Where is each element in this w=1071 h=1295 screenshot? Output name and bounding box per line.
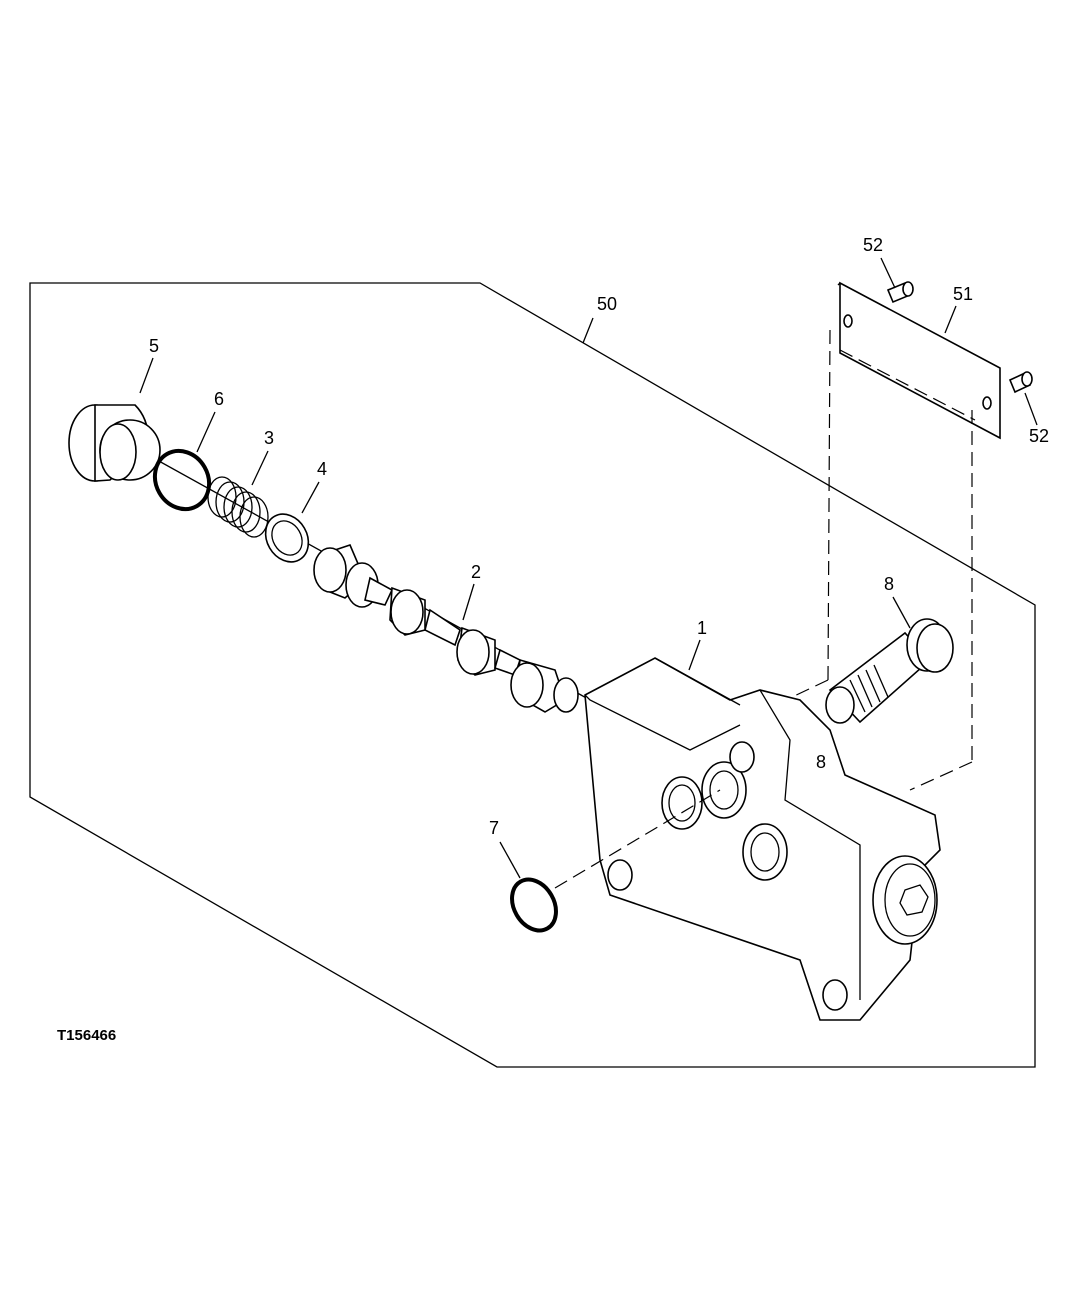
leader-52a [880,257,896,289]
leader-2 [462,583,475,621]
rivet-leader-dashed [827,329,831,681]
leader-7 [499,841,521,879]
leader-1 [688,639,701,671]
figure-id: T156466 [57,1027,116,1044]
leader-50 [582,317,594,344]
rivet-leader-dashed-4 [909,761,973,791]
leader-52b [1024,392,1038,426]
callout-1: 1 [697,618,707,638]
o-ring-part [152,448,212,512]
callout-51: 51 [953,284,973,304]
callout-52-right: 52 [1029,426,1049,446]
kit-outline [29,282,1036,1068]
plate-leader-dashed [839,349,976,421]
leader-4 [301,481,320,514]
rivet-part [843,281,914,328]
o-ring-leader-dashed [554,789,721,889]
callout-8-screw: 8 [884,574,894,594]
spring-part [207,476,269,538]
callout-6: 6 [214,389,224,409]
callout-50: 50 [597,294,617,314]
callout-2: 2 [471,562,481,582]
o-ring-part-2 [510,877,558,933]
screw-part [825,618,954,724]
callout-8-body: 8 [816,752,826,772]
spool-part [313,544,579,713]
callout-3: 3 [264,428,274,448]
leader-3 [251,450,269,486]
leader-8a [892,596,911,629]
leader-51 [944,305,957,334]
rivet-leader-dashed-2 [789,679,829,699]
callout-5: 5 [149,336,159,356]
plate-part [837,281,1001,440]
leader-5 [139,357,154,394]
leader-6 [196,411,216,453]
rivet-part-2 [982,371,1033,410]
valve-body-part [584,657,941,1021]
plug-part [68,404,161,482]
callout-4: 4 [317,459,327,479]
callout-7: 7 [489,818,499,838]
callout-52-top: 52 [863,235,883,255]
washer-part [264,513,310,563]
